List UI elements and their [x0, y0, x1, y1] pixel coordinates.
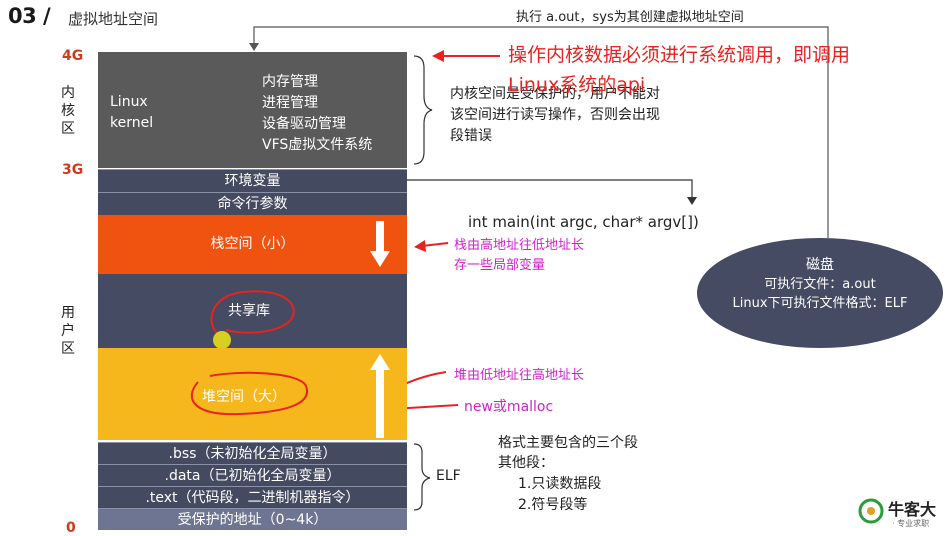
heap-segment: 堆空间（大）: [98, 348, 407, 440]
exec-arrow: [253, 26, 829, 238]
logo-subtext: · 专业求职: [892, 519, 930, 528]
stack-label: 栈空间（小）: [210, 236, 295, 252]
niuke-logo-icon: [858, 498, 884, 524]
user-region-label: 用户区: [61, 305, 75, 357]
kernel-item: 内存管理: [262, 74, 318, 90]
stack-red-arrow: [421, 242, 449, 247]
syscall-annotation-line2: Linux系统的api: [508, 74, 646, 96]
elf-note-line1: 格式主要包含的三个段: [498, 435, 638, 451]
disk-title: 磁盘: [806, 257, 834, 273]
text-segment: .text（代码段，二进制机器指令）: [98, 486, 407, 508]
heap-highlight-circle: [190, 371, 309, 416]
address-4g: 4G: [62, 48, 84, 64]
heap-growth-note: 堆由低地址往高地址长: [454, 368, 585, 383]
kernel-red-arrowhead: [432, 50, 444, 62]
section-number: 03 /: [8, 4, 51, 28]
kernel-brace: [413, 55, 433, 165]
disk-line2: Linux下可执行文件格式：ELF: [732, 296, 908, 311]
address-0: 0: [66, 520, 76, 536]
stack-red-arrowhead: [414, 240, 426, 252]
elf-brace: [413, 443, 431, 511]
kernel-region-label: 内核区: [61, 85, 75, 137]
protected-segment: 受保护的地址（0~4k）: [98, 508, 407, 530]
stack-down-arrow-icon: [370, 221, 390, 267]
kernel-space-block: Linux kernel 内存管理 进程管理 设备驱动管理 VFS虚拟文件系统: [98, 52, 407, 168]
shared-lib-segment: 共享库: [98, 274, 407, 348]
kernel-item: VFS虚拟文件系统: [262, 137, 373, 153]
exec-note: 执行 a.out，sys为其创建虚拟地址空间: [516, 10, 744, 25]
malloc-note: new或malloc: [464, 399, 554, 415]
kernel-item: 设备驱动管理: [262, 116, 346, 132]
elf-label: ELF: [436, 468, 461, 484]
argv-arrowhead: [687, 197, 697, 205]
elf-note-line2: 其他段：: [498, 455, 554, 471]
data-segment: .data（已初始化全局变量）: [98, 464, 407, 486]
kernel-protection-note: 内核空间是受保护的，用户不能对该空间进行读写操作，否则会出现段错误: [450, 86, 660, 144]
env-vars-segment: 环境变量: [98, 169, 407, 192]
stack-segment: 栈空间（小）: [98, 215, 407, 274]
shared-lib-label: 共享库: [228, 303, 270, 319]
elf-note-line3: 1.只读数据段: [518, 476, 602, 492]
disk-ellipse: 磁盘 可执行文件：a.out Linux下可执行文件格式：ELF: [697, 238, 943, 348]
heap-up-arrow-icon: [370, 354, 390, 438]
address-3g: 3G: [62, 162, 84, 178]
shared-lib-highlight-circle: [210, 290, 295, 348]
kernel-label-linux: Linux: [110, 94, 148, 110]
stack-note-line1: 栈由高地址往低地址长: [454, 238, 585, 253]
heap-label: 堆空间（大）: [202, 389, 286, 405]
cmdline-args-segment: 命令行参数: [98, 192, 407, 215]
disk-line1: 可执行文件：a.out: [764, 277, 876, 292]
stack-note-line2: 存一些局部变量: [454, 258, 546, 273]
elf-note-line4: 2.符号段等: [518, 497, 588, 513]
bss-segment: .bss（未初始化全局变量）: [98, 442, 407, 464]
logo-text: 牛客大: [888, 500, 937, 519]
main-signature: int main(int argc, char* argv[]): [468, 213, 699, 231]
kernel-label-kernel: kernel: [110, 115, 154, 131]
exec-arrowhead: [249, 43, 259, 51]
kernel-item: 进程管理: [262, 95, 318, 111]
page-title: 虚拟地址空间: [68, 10, 159, 28]
argv-arrow: [407, 179, 693, 198]
syscall-annotation-line1: 操作内核数据必须进行系统调用，即调用: [508, 44, 851, 66]
